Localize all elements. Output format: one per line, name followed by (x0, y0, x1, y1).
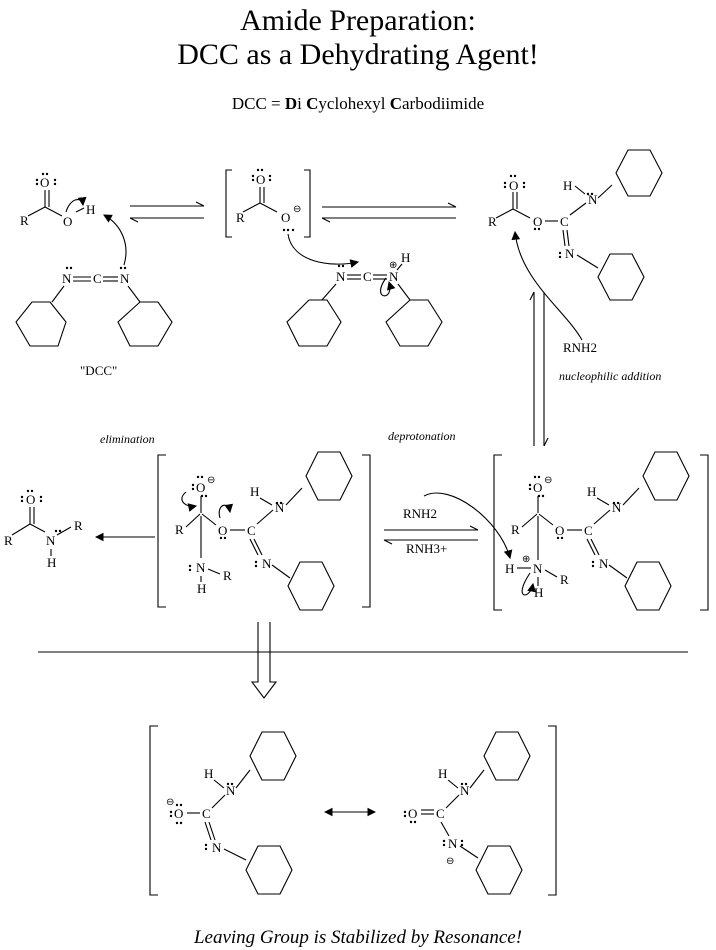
svg-text:H: H (250, 484, 259, 499)
svg-text:H: H (47, 555, 56, 570)
svg-text:R: R (4, 533, 13, 548)
o-acylisourea-top: R O O C N H N (488, 149, 663, 341)
svg-text:O: O (256, 172, 265, 187)
svg-text:O: O (533, 480, 542, 495)
svg-text:N: N (389, 269, 399, 284)
svg-text:O: O (40, 175, 49, 190)
svg-text:N: N (448, 836, 458, 851)
svg-text:⊖: ⊖ (207, 475, 215, 486)
svg-text:O: O (533, 214, 542, 229)
vertical-equilibrium-arrows (529, 291, 549, 447)
svg-text:R: R (74, 518, 83, 533)
svg-text:N: N (599, 556, 609, 571)
svg-text:⊕: ⊕ (522, 554, 530, 565)
svg-text:H: H (505, 561, 514, 576)
subtitle: DCC = Di Cyclohexyl Carbodiimide (231, 94, 485, 113)
svg-text:N: N (196, 560, 206, 575)
svg-text:N: N (62, 271, 72, 286)
tetrahedral-intermediate-right: O ⊖ R O C N H N N ⊕ H H R (493, 451, 709, 611)
title-line-2: DCC as a Dehydrating Agent! (177, 38, 539, 71)
svg-text:O: O (555, 523, 564, 538)
tetrahedral-intermediate-left: O ⊖ R O C N H N N H R (157, 451, 371, 611)
svg-text:O: O (281, 210, 290, 225)
svg-text:C: C (202, 806, 211, 821)
svg-text:O: O (509, 178, 518, 193)
protonated-dcc: N C N H ⊕ (286, 250, 443, 347)
svg-text:C: C (93, 271, 102, 286)
svg-text:R: R (560, 572, 569, 587)
svg-text:H: H (534, 585, 543, 600)
svg-text:N: N (262, 556, 272, 571)
svg-text:C: C (584, 523, 593, 538)
svg-text:N: N (275, 500, 285, 515)
svg-text:C: C (247, 523, 256, 538)
svg-text:H: H (563, 178, 572, 193)
svg-text:⊖: ⊖ (166, 797, 174, 808)
ammonium-reagent: RNH3+ (406, 541, 447, 556)
svg-text:H: H (401, 250, 410, 265)
label-nucleophilic-addition: nucleophilic addition (559, 369, 661, 383)
svg-text:O: O (174, 806, 183, 821)
svg-text:H: H (438, 766, 447, 781)
svg-text:⊖: ⊖ (446, 856, 454, 867)
equilibrium-arrows-1 (129, 201, 205, 223)
dcc-molecule: N C N (15, 214, 173, 347)
footer-caption: Leaving Group is Stabilized by Resonance… (193, 927, 523, 948)
dcc-label: "DCC" (80, 363, 117, 378)
svg-text:H: H (86, 202, 95, 217)
svg-text:C: C (436, 806, 445, 821)
amide-product: R O N H R (4, 489, 83, 570)
svg-text:H: H (587, 484, 596, 499)
down-arrow (250, 622, 278, 699)
equilibrium-arrows-3 (383, 492, 513, 560)
svg-text:R: R (223, 568, 232, 583)
svg-text:N: N (46, 533, 56, 548)
svg-text:O: O (218, 523, 227, 538)
svg-text:O: O (196, 480, 205, 495)
svg-text:C: C (560, 214, 569, 229)
svg-text:⊕: ⊕ (389, 260, 397, 271)
equilibrium-arrows-2 (321, 202, 457, 223)
amine-reagent-mid: RNH2 (403, 506, 437, 521)
leaving-group-resonance: ⊖ O C H N N O C H N N (149, 725, 557, 896)
svg-text:N: N (226, 783, 236, 798)
svg-text:O: O (26, 492, 35, 507)
svg-text:N: N (336, 269, 346, 284)
title-line-1: Amide Preparation: (240, 4, 476, 37)
svg-text:N: N (588, 192, 598, 207)
svg-text:N: N (460, 783, 470, 798)
label-elimination: elimination (100, 432, 155, 446)
carboxylate-bracket: R O O ⊖ (225, 168, 360, 268)
svg-text:N: N (120, 271, 130, 286)
svg-text:R: R (20, 213, 29, 228)
svg-text:N: N (612, 500, 622, 515)
svg-text:R: R (511, 522, 520, 537)
svg-text:O: O (408, 806, 417, 821)
svg-text:C: C (363, 269, 372, 284)
svg-text:R: R (236, 210, 245, 225)
svg-text:R: R (488, 214, 497, 229)
amine-reagent-top: RNH2 (563, 340, 597, 355)
svg-text:N: N (533, 561, 543, 576)
svg-text:⊖: ⊖ (544, 475, 552, 486)
carboxylic-acid: R O O H (20, 172, 95, 229)
svg-text:R: R (175, 522, 184, 537)
svg-text:O: O (63, 214, 72, 229)
svg-text:N: N (565, 246, 575, 261)
svg-text:H: H (204, 766, 213, 781)
label-deprotonation: deprotonation (388, 429, 456, 443)
svg-text:H: H (197, 581, 206, 596)
svg-text:N: N (212, 840, 222, 855)
svg-text:⊖: ⊖ (293, 204, 301, 215)
